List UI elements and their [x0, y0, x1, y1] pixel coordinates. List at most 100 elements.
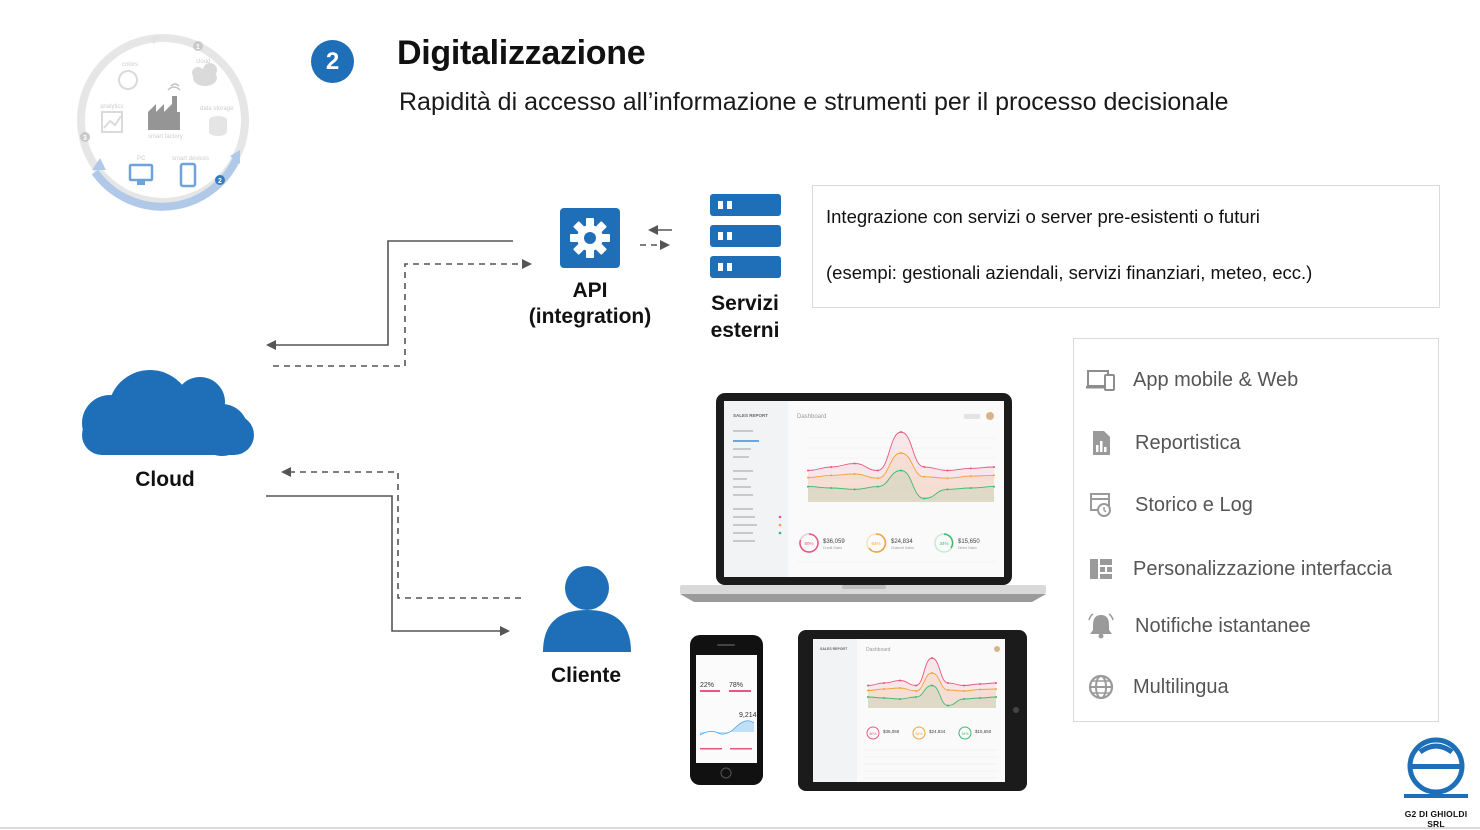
feature-item: Storico e Log	[1074, 485, 1438, 525]
history-log-icon	[1090, 493, 1111, 517]
feature-label: Personalizzazione interfaccia	[1133, 558, 1393, 580]
feature-item: Reportistica	[1074, 423, 1438, 463]
chart-point	[853, 473, 856, 475]
chart-point	[947, 682, 949, 684]
feature-label: App mobile & Web	[1133, 369, 1299, 391]
tablet-stat-percent: 64%	[915, 732, 922, 736]
chart-point	[867, 696, 869, 698]
chart-point	[807, 469, 809, 472]
chart-point	[876, 469, 879, 472]
laptop-device: SALES REPORT Dashboard 80% 64% 34% $36,0…	[680, 393, 1046, 602]
chart-point	[900, 431, 902, 433]
factory-icon	[148, 96, 180, 130]
chart-point	[963, 690, 965, 692]
globe-icon	[1088, 674, 1114, 700]
chart-point	[979, 697, 981, 699]
laptop-title: Dashboard	[797, 414, 826, 420]
laptop-stat-percent: 80%	[804, 541, 813, 546]
smartphone-device: 22% 78% 9,214	[690, 635, 763, 785]
smartphone-small-icon	[179, 162, 197, 188]
step-dot-1	[193, 41, 203, 51]
laptop-stat-value: $24,834	[891, 539, 913, 545]
chart-area	[868, 658, 996, 708]
chart-point	[899, 679, 901, 682]
page-subtitle: Rapidità di accesso all’informazione e s…	[399, 88, 1229, 116]
laptop-stat-label: Credit Sales	[823, 546, 842, 550]
chart-point	[876, 477, 879, 480]
cycle-arrow-icon	[150, 34, 162, 44]
api-label: API (integration)	[500, 278, 680, 330]
chart-point	[915, 690, 917, 692]
cloud-icon	[82, 370, 254, 456]
coin-icon	[118, 70, 138, 90]
cloud-small-icon	[192, 63, 217, 86]
server-stack-icon	[710, 194, 781, 278]
chart-point	[899, 698, 901, 700]
connector-cloud-to-cliente	[266, 495, 510, 636]
feature-item: Personalizzazione interfaccia	[1074, 549, 1438, 589]
chart-point	[946, 469, 949, 472]
chart-point	[931, 684, 933, 687]
chart-point	[867, 689, 869, 692]
wifi-icon	[167, 83, 181, 91]
tablet-title: Dashboard	[866, 647, 891, 653]
laptop-stat-value: $36,059	[823, 539, 845, 545]
tablet-area-chart	[867, 657, 997, 708]
laptop-area-chart	[807, 431, 995, 502]
servizi-label-line2: esterni	[710, 319, 780, 342]
connectors	[266, 225, 672, 636]
chart-point	[915, 696, 917, 698]
chart-point	[923, 466, 926, 468]
chart-point	[867, 684, 869, 687]
chart-point	[969, 467, 972, 470]
chart-point	[931, 672, 933, 674]
chart-point	[979, 683, 981, 685]
chart-point	[969, 475, 972, 478]
chart-point	[947, 689, 949, 691]
tablet-stat-percent: 80%	[869, 732, 876, 736]
phone-stat: 22%	[700, 682, 714, 689]
chart-point	[946, 477, 949, 480]
tablet-stat-value: $15,650	[975, 729, 992, 734]
cycle-label-pc: PC	[137, 156, 146, 162]
chart-point	[931, 657, 933, 659]
chart-area	[808, 432, 994, 502]
chart-point	[993, 474, 995, 477]
analytics-icon	[101, 111, 123, 133]
connector-cliente-to-cloud	[281, 467, 521, 599]
cycle-label-cloud: cloud	[196, 59, 210, 65]
chart-point	[993, 466, 995, 468]
cycle-label-smart-devices: smart devices	[172, 156, 209, 162]
chart-point	[807, 476, 809, 479]
feature-label: Multilingua	[1133, 676, 1229, 698]
cycle-label-smart-factory: smart factory	[148, 134, 183, 140]
chart-point	[993, 485, 995, 488]
feature-label: Reportistica	[1135, 432, 1241, 454]
features-list: App mobile & Web Reportistica Storico e …	[1073, 338, 1439, 722]
chart-area	[868, 685, 996, 708]
cycle-label-analytics: analytics	[100, 104, 123, 110]
chart-point	[883, 697, 885, 699]
chart-point	[853, 488, 856, 491]
chart-point	[830, 487, 833, 489]
feature-item: App mobile & Web	[1074, 360, 1438, 400]
tablet-stat-percent: 34%	[961, 732, 968, 736]
tablet-brand: SALES REPORT	[820, 647, 848, 651]
chart-point	[923, 475, 926, 478]
page-title: Digitalizzazione	[397, 34, 646, 72]
chart-point	[899, 687, 901, 689]
laptop-stat-percent: 64%	[871, 541, 880, 546]
laptop-stat-percent: 34%	[939, 541, 948, 546]
integration-info-box: Integrazione con servizi o server pre-es…	[812, 185, 1440, 308]
chart-point	[963, 684, 965, 687]
chart-point	[915, 684, 917, 687]
tablet-device: SALES REPORT Dashboard 80% 64% 34% $36,0…	[798, 630, 1027, 791]
api-label-line2: (integration)	[528, 305, 652, 328]
chart-point	[923, 497, 926, 500]
chart-point	[883, 688, 885, 690]
feature-item: Multilingua	[1074, 667, 1438, 707]
company-logo-text: G2 DI GHIOLDI SRL	[1404, 809, 1468, 829]
chart-point	[900, 452, 902, 454]
cycle-label-data-storage: data storage	[200, 106, 234, 112]
